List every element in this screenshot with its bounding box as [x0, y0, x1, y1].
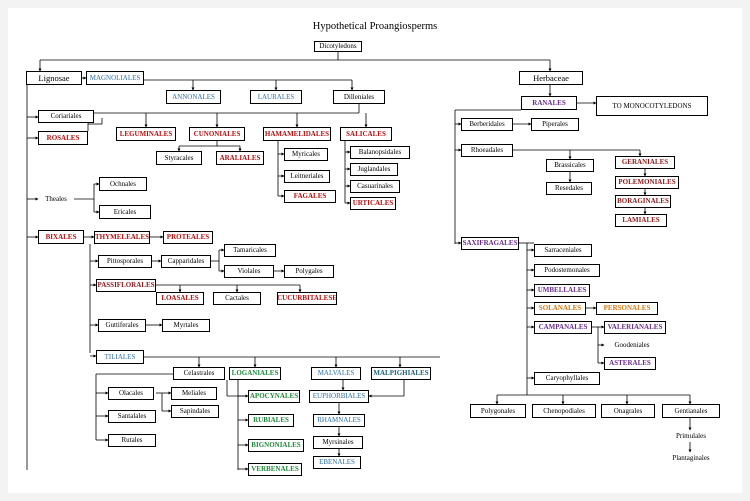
node-rhamnales: RHAMNALES [313, 414, 365, 427]
node-malpighiales: MALPIGHIALES [371, 367, 431, 380]
node-celastrales: Celastrales [173, 367, 225, 380]
node-leitneriales: Leitneriales [284, 170, 330, 183]
node-capparidales: Capparidales [161, 255, 211, 268]
node-tamaricales: Tamaricales [224, 244, 276, 257]
node-saxifragales: SAXIFRAGALES [461, 237, 519, 250]
node-campanales: CAMPANALES [534, 321, 592, 334]
node-podostemonales: Podostemonales [534, 264, 600, 277]
node-valerianales: VALERIANALES [604, 321, 666, 334]
node-berberidales: Berberidales [461, 118, 513, 131]
node-hamamelidales: HAMAMELIDALES [263, 127, 331, 141]
node-leguminales: LEGUMINALES [116, 127, 176, 141]
node-meliales: Meliales [171, 387, 217, 400]
node-polygalales: Polygales [284, 265, 334, 278]
node-geraniales: GERANIALES [615, 156, 675, 169]
node-rosales: ROSALES [38, 131, 88, 145]
node-bixales: BIXALES [38, 230, 84, 244]
node-urticales: URTICALES [350, 197, 396, 210]
node-caryophyllales: Caryophyllales [534, 372, 600, 385]
node-araliales: ARALIALES [216, 151, 264, 165]
node-boraginales: BORAGINALES [615, 195, 671, 208]
node-personales: PERSONALES [596, 302, 658, 315]
node-annonales: ANNONALES [166, 90, 221, 104]
diagram-title: Hypothetical Proangiosperms [312, 21, 438, 32]
node-resedales: Resedales [546, 182, 592, 195]
node-casuarinales: Casuarinales [350, 180, 400, 193]
node-violales: Violales [224, 265, 274, 278]
node-laurales: LAURALES [250, 90, 302, 104]
node-cactales: Cactales [213, 292, 261, 305]
node-asterales: ASTERALES [604, 357, 656, 370]
node-plantaginales: Plantaginales [672, 453, 710, 462]
node-rubiales: RUBIALES [248, 414, 294, 427]
node-umbellales: UMBELLALES [534, 284, 590, 297]
node-apocynales: APOCYNALES [248, 390, 300, 403]
node-styracales: Styracales [156, 151, 202, 165]
node-pittosporales: Pittosporales [98, 255, 152, 268]
node-ebenales: EBENALES [313, 456, 361, 469]
node-lignosae: Lignosae [26, 71, 82, 85]
node-ochnales: Ochnales [99, 177, 147, 191]
node-santalales: Santalales [108, 410, 156, 423]
node-tiliales: TILIALES [96, 350, 144, 364]
node-dicotyledons: Dicotyledons [314, 41, 362, 52]
node-theales: Theales [45, 194, 67, 203]
node-to-monocotyledons: TO MONOCOTYLEDONS [596, 96, 708, 116]
node-chenopodiales: Chenopodiales [532, 404, 596, 418]
node-juglandales: Juglandales [350, 163, 398, 176]
node-guttiferales: Guttiferales [98, 319, 146, 332]
node-dilleniales: Dilleniales [333, 90, 385, 104]
node-euphorbiales: EUPHORBIALES [309, 390, 369, 403]
node-lamiales: LAMIALES [615, 214, 667, 227]
node-proteales: PROTEALES [163, 231, 213, 244]
node-ericales: Ericales [99, 205, 151, 219]
node-myricales: Myricales [284, 148, 328, 161]
node-magnoliales: MAGNOLIALES [86, 71, 144, 85]
node-piperales: Piperales [531, 118, 579, 131]
node-thymeleales: THYMELEALES [94, 231, 150, 244]
node-polygonales: Polygonales [470, 404, 526, 418]
node-sapindales: Sapindales [171, 405, 219, 418]
node-ranales: RANALES [521, 96, 577, 110]
node-salicales: SALICALES [340, 127, 392, 141]
node-goodeniales: Goodeniales [614, 341, 650, 349]
node-gentianales: Gentianales [662, 404, 720, 418]
node-verbenales: VERBENALES [248, 463, 302, 476]
node-onagrales: Onagrales [601, 404, 655, 418]
node-cucurbitales: CUCURBITALESE [277, 292, 337, 305]
node-coriariales: Coriariales [38, 110, 94, 123]
node-polemoniales: POLEMONIALES [615, 176, 679, 189]
node-bignoniales: BIGNONIALES [248, 439, 304, 452]
node-loasales: LOASALES [156, 292, 204, 305]
node-solanales: SOLANALES [534, 302, 586, 315]
node-primulales: Primulales [676, 431, 706, 440]
node-balanopsidales: Balanopsidales [350, 146, 410, 159]
node-myrsinales: Myrsinales [313, 436, 363, 449]
node-rhoeadales: Rhoeadales [461, 144, 513, 157]
node-cunoniales: CUNONIALES [189, 127, 245, 141]
node-fagales: FAGALES [284, 190, 336, 203]
node-loganiales: LOGANIALES [229, 367, 281, 380]
node-passiflorales: PASSIFLORALES [96, 279, 156, 292]
node-brassicales: Brassicales [546, 159, 594, 172]
node-herbaceae: Herbaceae [519, 71, 583, 85]
node-malvales: MALVALES [311, 367, 361, 380]
node-sarraceniales: Sarraceniales [534, 244, 592, 257]
node-olacales: Olacales [108, 387, 154, 400]
node-myrtales: Myrtales [162, 319, 210, 332]
node-rutales: Rutales [108, 434, 156, 447]
